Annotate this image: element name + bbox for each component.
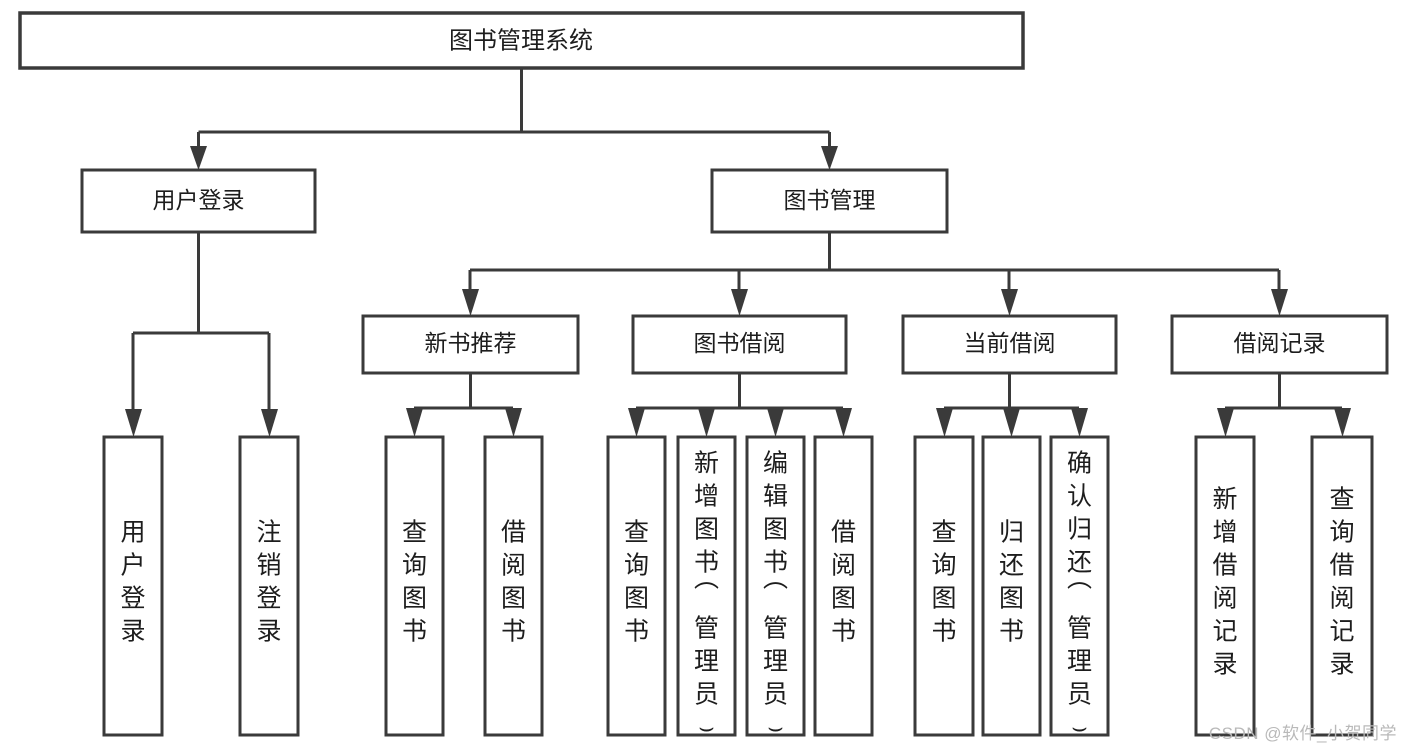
leaf-node[interactable]: 查询图书 xyxy=(913,435,975,737)
node-book-borrow-label: 图书借阅 xyxy=(694,330,786,356)
node-current-borrow-label: 当前借阅 xyxy=(964,330,1056,356)
leaf-node[interactable]: 新增图书⌒管理员⌣ xyxy=(676,435,737,742)
leaf-node-box[interactable] xyxy=(1194,435,1256,737)
leaf-node[interactable]: 归还图书 xyxy=(981,435,1042,737)
node-user-login-label: 用户登录 xyxy=(153,187,245,213)
node-root-system[interactable]: 图书管理系统 xyxy=(18,11,1025,70)
node-book-management-box[interactable] xyxy=(710,168,949,234)
leaf-node-label: 查询借阅记录 xyxy=(1329,486,1354,679)
arrow-head-new-book-recommend xyxy=(462,289,479,316)
leaf-node-label: 归还图书 xyxy=(999,519,1024,646)
leaf-node-label: 查询图书 xyxy=(931,519,956,646)
leaf-node-label: 用户登录 xyxy=(120,519,145,646)
arrow-head-leaf-query-record xyxy=(1334,408,1351,437)
leaf-node-label: 新增借阅记录 xyxy=(1212,486,1237,679)
node-current-borrow[interactable]: 当前借阅 xyxy=(901,314,1118,375)
node-book-borrow[interactable]: 图书借阅 xyxy=(631,314,848,375)
arrow-head-leaf-borrow-book-2 xyxy=(835,408,852,437)
leaf-node[interactable]: 用户登录 xyxy=(102,435,164,737)
node-current-borrow-box[interactable] xyxy=(901,314,1118,375)
arrow-head-leaf-query-book-1 xyxy=(406,408,423,437)
leaf-node-box[interactable] xyxy=(913,435,975,737)
leaf-node[interactable]: 查询图书 xyxy=(606,435,667,737)
node-new-book-recommend-box[interactable] xyxy=(361,314,580,375)
arrow-head-leaf-query-book-3 xyxy=(936,408,953,437)
node-root-label: 图书管理系统 xyxy=(449,27,593,54)
arrow-head-leaf-query-book-2 xyxy=(628,408,645,437)
node-book-management-label: 图书管理 xyxy=(784,187,876,213)
node-borrow-record-label: 借阅记录 xyxy=(1234,330,1326,356)
leaf-node-label: 借阅图书 xyxy=(501,519,526,646)
arrow-head-leaf-edit-book xyxy=(767,408,784,437)
arrow-head-leaf-confirm-return xyxy=(1071,408,1088,437)
leaf-node[interactable]: 注销登录 xyxy=(238,435,300,737)
arrow-head-current-borrow xyxy=(1001,289,1018,316)
leaf-node-label: 注销登录 xyxy=(256,519,281,646)
leaf-node-label: 借阅图书 xyxy=(831,519,856,646)
arrow-head-book-borrow xyxy=(731,289,748,316)
arrow-head-leaf-return-book xyxy=(1003,408,1020,437)
leaf-node[interactable]: 确认归还⌒管理员⌣ xyxy=(1049,435,1110,742)
leaf-node-box[interactable] xyxy=(981,435,1042,737)
leaf-node[interactable]: 查询图书 xyxy=(384,435,445,737)
leaf-node-box[interactable] xyxy=(384,435,445,737)
leaf-node-box[interactable] xyxy=(813,435,874,737)
arrow-head-leaf-user-login xyxy=(125,409,142,437)
leaf-node-box[interactable] xyxy=(102,435,164,737)
arrow-head-user-login xyxy=(190,146,207,170)
leaf-node-box[interactable] xyxy=(676,435,737,737)
arrow-head-leaf-user-logout xyxy=(261,409,278,437)
leaf-node-label: 确认归还⌒管理员⌣ xyxy=(1067,450,1092,742)
leaf-node-box[interactable] xyxy=(483,435,544,737)
arrow-head-book-management xyxy=(821,146,838,170)
connector-group-borrow-record xyxy=(1217,373,1351,437)
connector-group-new-book-recommend xyxy=(406,373,522,437)
leaf-node-box[interactable] xyxy=(1049,435,1110,737)
node-book-borrow-box[interactable] xyxy=(631,314,848,375)
leaf-node-label: 新增图书⌒管理员⌣ xyxy=(694,450,719,742)
node-borrow-record[interactable]: 借阅记录 xyxy=(1170,314,1389,375)
arrow-head-leaf-add-book xyxy=(698,408,715,437)
node-user-login[interactable]: 用户登录 xyxy=(80,168,317,234)
connector-group-book-management xyxy=(462,232,1288,316)
leaf-node-box[interactable] xyxy=(745,435,806,737)
leaf-node-label: 编辑图书⌒管理员⌣ xyxy=(763,450,788,742)
leaf-node-layer: 用户登录 注销登录 查询图书 借阅图书 查询图书 新增图书⌒管理员⌣ 编辑图书⌒管理员⌣ 借阅… xyxy=(102,435,1374,742)
connector-group-current-borrow xyxy=(936,373,1088,437)
node-book-management[interactable]: 图书管理 xyxy=(710,168,949,234)
leaf-node-box[interactable] xyxy=(238,435,300,737)
leaf-node[interactable]: 借阅图书 xyxy=(483,435,544,737)
node-root-box[interactable] xyxy=(18,11,1025,70)
connector-group-root xyxy=(190,68,838,170)
leaf-node-box[interactable] xyxy=(606,435,667,737)
node-new-book-recommend-label: 新书推荐 xyxy=(425,330,517,356)
arrow-head-leaf-borrow-book-1 xyxy=(505,408,522,437)
node-borrow-record-box[interactable] xyxy=(1170,314,1389,375)
node-user-login-box[interactable] xyxy=(80,168,317,234)
node-new-book-recommend[interactable]: 新书推荐 xyxy=(361,314,580,375)
leaf-node[interactable]: 编辑图书⌒管理员⌣ xyxy=(745,435,806,742)
leaf-node-label: 查询图书 xyxy=(402,519,427,646)
connector-group-user-login xyxy=(125,232,278,437)
leaf-node[interactable]: 查询借阅记录 xyxy=(1310,435,1374,737)
leaf-node-box[interactable] xyxy=(1310,435,1374,737)
arrow-head-borrow-record xyxy=(1271,289,1288,316)
connector-group-book-borrow xyxy=(628,373,852,437)
leaf-node[interactable]: 借阅图书 xyxy=(813,435,874,737)
leaf-node-label: 查询图书 xyxy=(624,519,649,646)
leaf-node[interactable]: 新增借阅记录 xyxy=(1194,435,1256,737)
arrow-head-leaf-add-record xyxy=(1217,408,1234,437)
